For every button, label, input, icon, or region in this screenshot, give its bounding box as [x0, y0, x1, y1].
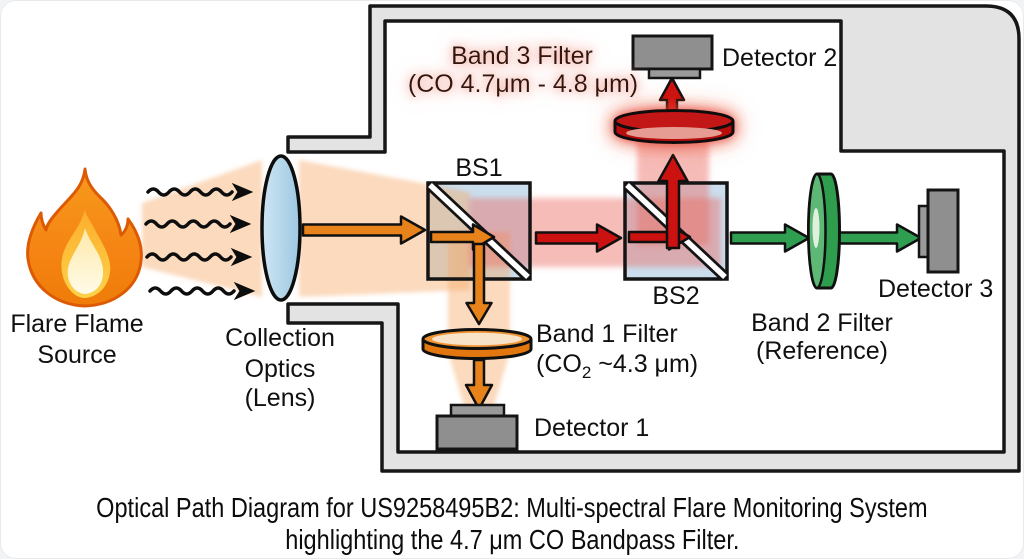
beam-arrow-lens-to-bs1: [301, 215, 427, 245]
band3-filter-label-line1: Band 3 Filter: [451, 42, 593, 70]
green-beam-arrows: [729, 223, 923, 253]
flame-icon: [26, 167, 143, 308]
diagram-canvas: Flare Flame Source Collection Optics (Le…: [10, 4, 1021, 473]
caption-line2: highlighting the 4.7 μm CO Bandpass Filt…: [284, 524, 740, 555]
caption-line1: Optical Path Diagram for US9258495B2: Mu…: [96, 492, 928, 523]
detector2-icon: [631, 34, 714, 80]
wave-arrow-icon: [144, 219, 232, 229]
band2-filter-icon: [807, 172, 841, 290]
beam-arrow-bs2-to-filter2: [729, 223, 811, 253]
wave-arrow-icon: [146, 187, 234, 197]
detector1-label: Detector 1: [534, 414, 649, 442]
beam-arrow-filter1-to-detector1: [464, 358, 494, 411]
band3-filter-icon: [613, 109, 735, 144]
radiation-wave-arrowheads: [229, 182, 256, 301]
bs2-label: BS2: [652, 282, 699, 310]
collection-optics-label-line3: (Lens): [245, 384, 316, 412]
detector3-icon: [917, 188, 960, 274]
band1-filter-label-line2: (CO2 ~4.3 μm): [536, 350, 698, 382]
beam-arrow-bs2-up: [657, 153, 689, 250]
flare-source-label-line1: Flare Flame: [10, 310, 143, 338]
detector3-label: Detector 3: [878, 275, 993, 303]
collection-optics-label-line2: Optics: [245, 355, 316, 383]
bs1-label: BS1: [455, 154, 502, 182]
orange-beam-arrows: [301, 215, 496, 411]
enclosure-wall: [286, 4, 1021, 473]
wave-arrow-icon: [145, 252, 233, 262]
collection-lens-icon: [260, 154, 302, 302]
beam-arrow-filter2-to-detector3: [835, 223, 923, 253]
wave-arrow-icon: [148, 286, 236, 296]
radiation-wave-arrows: [144, 187, 236, 296]
band1-filter-label-line1: Band 1 Filter: [536, 320, 678, 348]
beam-arrow-bs1-down: [465, 242, 493, 326]
flare-source-label-line2: Source: [37, 341, 116, 369]
collection-optics-label-line1: Collection: [225, 324, 335, 352]
red-beam-arrows: [534, 76, 692, 253]
beam-arrow-bs1-to-bs2: [534, 223, 623, 253]
band2-filter-label-line2: (Reference): [756, 337, 888, 365]
band2-filter-label-line1: Band 2 Filter: [751, 309, 893, 337]
detector1-icon: [435, 403, 519, 451]
band1-filter-icon: [421, 328, 533, 360]
band3-filter-label-line2: (CO 4.7μm - 4.8 μm): [408, 70, 638, 98]
detector2-label: Detector 2: [722, 44, 837, 72]
